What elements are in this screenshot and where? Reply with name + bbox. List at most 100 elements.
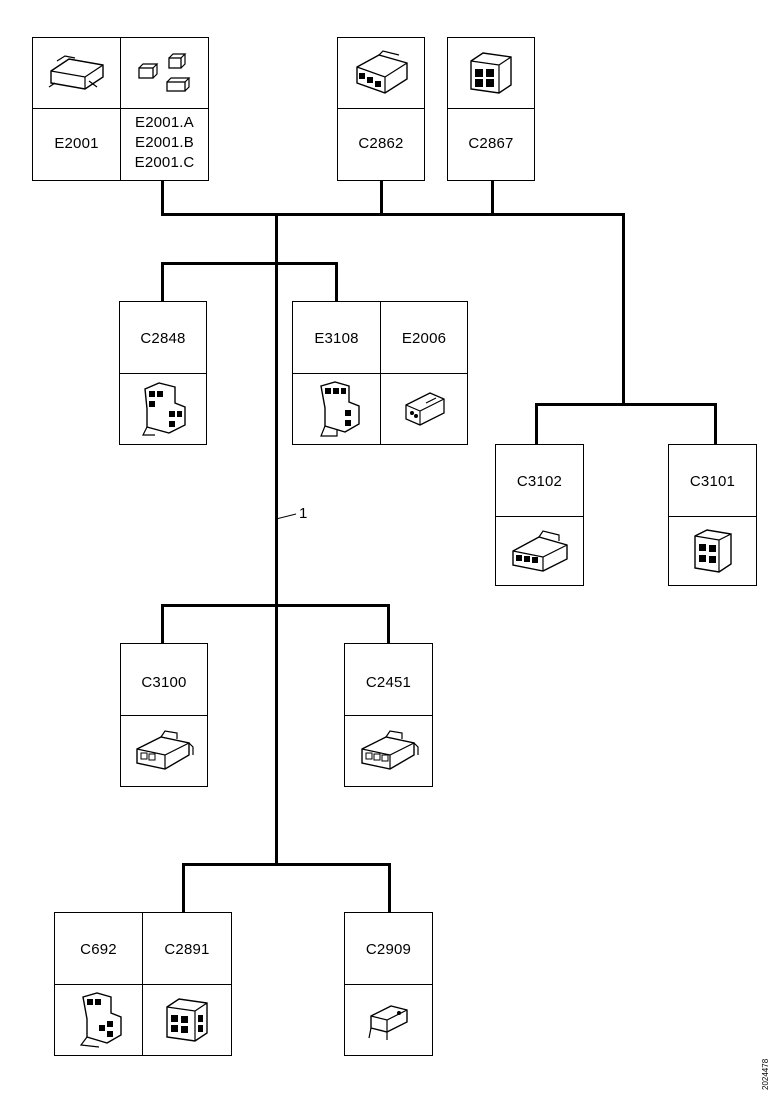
cell-c3101-label: C3101 bbox=[669, 445, 756, 516]
cell-c2862-image bbox=[338, 38, 424, 108]
label-c2848: C2848 bbox=[140, 330, 186, 347]
divider-horizontal bbox=[345, 984, 432, 985]
connector-box-c2867: C2867 bbox=[447, 37, 535, 181]
cell-c2891-image bbox=[143, 985, 231, 1055]
cell-c2867-image bbox=[448, 38, 534, 108]
cell-e2006-label: E2006 bbox=[381, 302, 467, 373]
top-bus bbox=[161, 213, 624, 216]
connector-box-c2848: C2848 bbox=[119, 301, 207, 445]
label-c692: C692 bbox=[80, 941, 117, 958]
label-e2001: E2001 bbox=[54, 135, 99, 152]
connector-box-c3100: C3100 bbox=[120, 643, 208, 787]
connector-illustration-c3100 bbox=[136, 730, 194, 770]
label-c3100: C3100 bbox=[141, 674, 187, 691]
connector-illustration-e2001abc bbox=[137, 53, 190, 92]
harness-trunk bbox=[275, 214, 278, 865]
cell-e2001abc-label: E2001.A E2001.B E2001.C bbox=[121, 109, 208, 180]
connector-box-e2001: E2001 E2001.A E2001.B E2001.C bbox=[32, 37, 209, 181]
cell-c2451-image bbox=[345, 716, 432, 786]
label-c2909: C2909 bbox=[365, 941, 412, 958]
divider-horizontal bbox=[121, 715, 207, 716]
cell-c2909-image bbox=[345, 985, 432, 1055]
divider-horizontal bbox=[345, 715, 432, 716]
connector-illustration-c2909 bbox=[367, 1005, 408, 1040]
callout-leader bbox=[276, 513, 297, 520]
cell-c3102-label: C3102 bbox=[496, 445, 583, 516]
connector-illustration-c2451 bbox=[360, 730, 419, 770]
connector-box-c2451: C2451 bbox=[344, 643, 433, 787]
cell-c2909-label: C2909 bbox=[345, 913, 432, 984]
divider-horizontal bbox=[293, 373, 467, 374]
cell-e2006-image bbox=[381, 374, 467, 444]
drop-c3101 bbox=[714, 403, 717, 445]
cell-c692-image bbox=[55, 985, 142, 1055]
drop-c3102 bbox=[535, 403, 538, 445]
connector-illustration-c3102 bbox=[511, 530, 568, 572]
label-c2862: C2862 bbox=[358, 135, 404, 152]
divider-horizontal bbox=[496, 516, 583, 517]
mid-bus-1 bbox=[161, 262, 338, 265]
divider-horizontal bbox=[338, 108, 424, 109]
divider-horizontal bbox=[669, 516, 756, 517]
connector-box-c692-c2891: C692 C2891 bbox=[54, 912, 232, 1056]
drop-c3100 bbox=[161, 604, 164, 644]
connector-illustration-e2006 bbox=[405, 392, 445, 426]
connector-illustration-e3108 bbox=[319, 381, 360, 437]
right-sub-bus bbox=[535, 403, 717, 406]
connector-box-c3101: C3101 bbox=[668, 444, 757, 586]
cell-c2891-label: C2891 bbox=[143, 913, 231, 984]
divider-horizontal bbox=[120, 373, 206, 374]
connector-illustration-c2867 bbox=[470, 52, 512, 94]
connector-illustration-c2862 bbox=[356, 50, 408, 94]
connector-box-e3108-e2006: E3108 E2006 bbox=[292, 301, 468, 445]
connector-box-c2909: C2909 bbox=[344, 912, 433, 1056]
connector-illustration-e2001 bbox=[48, 55, 104, 90]
cell-e2001abc-image bbox=[121, 38, 208, 108]
label-e2006: E2006 bbox=[401, 330, 447, 347]
connector-box-c2862: C2862 bbox=[337, 37, 425, 181]
cell-c3102-image bbox=[496, 517, 583, 585]
cell-c2848-label: C2848 bbox=[120, 302, 206, 373]
divider-horizontal bbox=[55, 984, 231, 985]
drop-e2001 bbox=[161, 180, 164, 215]
cell-c2862-label: C2862 bbox=[338, 109, 424, 180]
label-c3101: C3101 bbox=[689, 473, 736, 490]
cell-c692-label: C692 bbox=[55, 913, 142, 984]
label-c3102: C3102 bbox=[516, 473, 563, 490]
cell-c3101-image bbox=[669, 517, 756, 585]
cell-e2001-image bbox=[33, 38, 120, 108]
connector-illustration-c3101 bbox=[693, 529, 732, 573]
divider-horizontal bbox=[33, 108, 208, 109]
drop-c2862 bbox=[380, 180, 383, 215]
harness-callout-label: 1 bbox=[299, 505, 308, 522]
label-e3108: E3108 bbox=[314, 330, 359, 347]
cell-e2001-label: E2001 bbox=[33, 109, 120, 180]
divider-horizontal bbox=[448, 108, 534, 109]
bottom-bus bbox=[182, 863, 391, 866]
drop-c2867 bbox=[491, 180, 494, 215]
label-e2001b: E2001.B bbox=[135, 134, 194, 151]
divider-vertical bbox=[120, 38, 121, 180]
cell-e3108-label: E3108 bbox=[293, 302, 380, 373]
mid-bus-2 bbox=[161, 604, 390, 607]
drop-c2848 bbox=[161, 262, 164, 302]
drop-c692 bbox=[182, 863, 185, 913]
label-c2451: C2451 bbox=[365, 674, 412, 691]
document-number: 2024478 bbox=[761, 1058, 770, 1090]
connector-illustration-c692 bbox=[79, 992, 122, 1048]
drop-c2909 bbox=[388, 863, 391, 913]
cell-c3100-label: C3100 bbox=[121, 644, 207, 715]
right-branch-vertical bbox=[622, 213, 625, 405]
drop-c2451 bbox=[387, 604, 390, 644]
drop-e3108 bbox=[335, 262, 338, 302]
cell-c2867-label: C2867 bbox=[448, 109, 534, 180]
label-c2891: C2891 bbox=[164, 941, 210, 958]
connector-illustration-c2891 bbox=[166, 998, 208, 1042]
connector-box-c3102: C3102 bbox=[495, 444, 584, 586]
cell-e3108-image bbox=[293, 374, 380, 444]
connector-illustration-c2848 bbox=[142, 382, 186, 436]
cell-c2848-image bbox=[120, 374, 206, 444]
label-e2001a: E2001.A bbox=[135, 114, 194, 131]
label-e2001c: E2001.C bbox=[134, 154, 195, 171]
label-c2867: C2867 bbox=[468, 135, 514, 152]
